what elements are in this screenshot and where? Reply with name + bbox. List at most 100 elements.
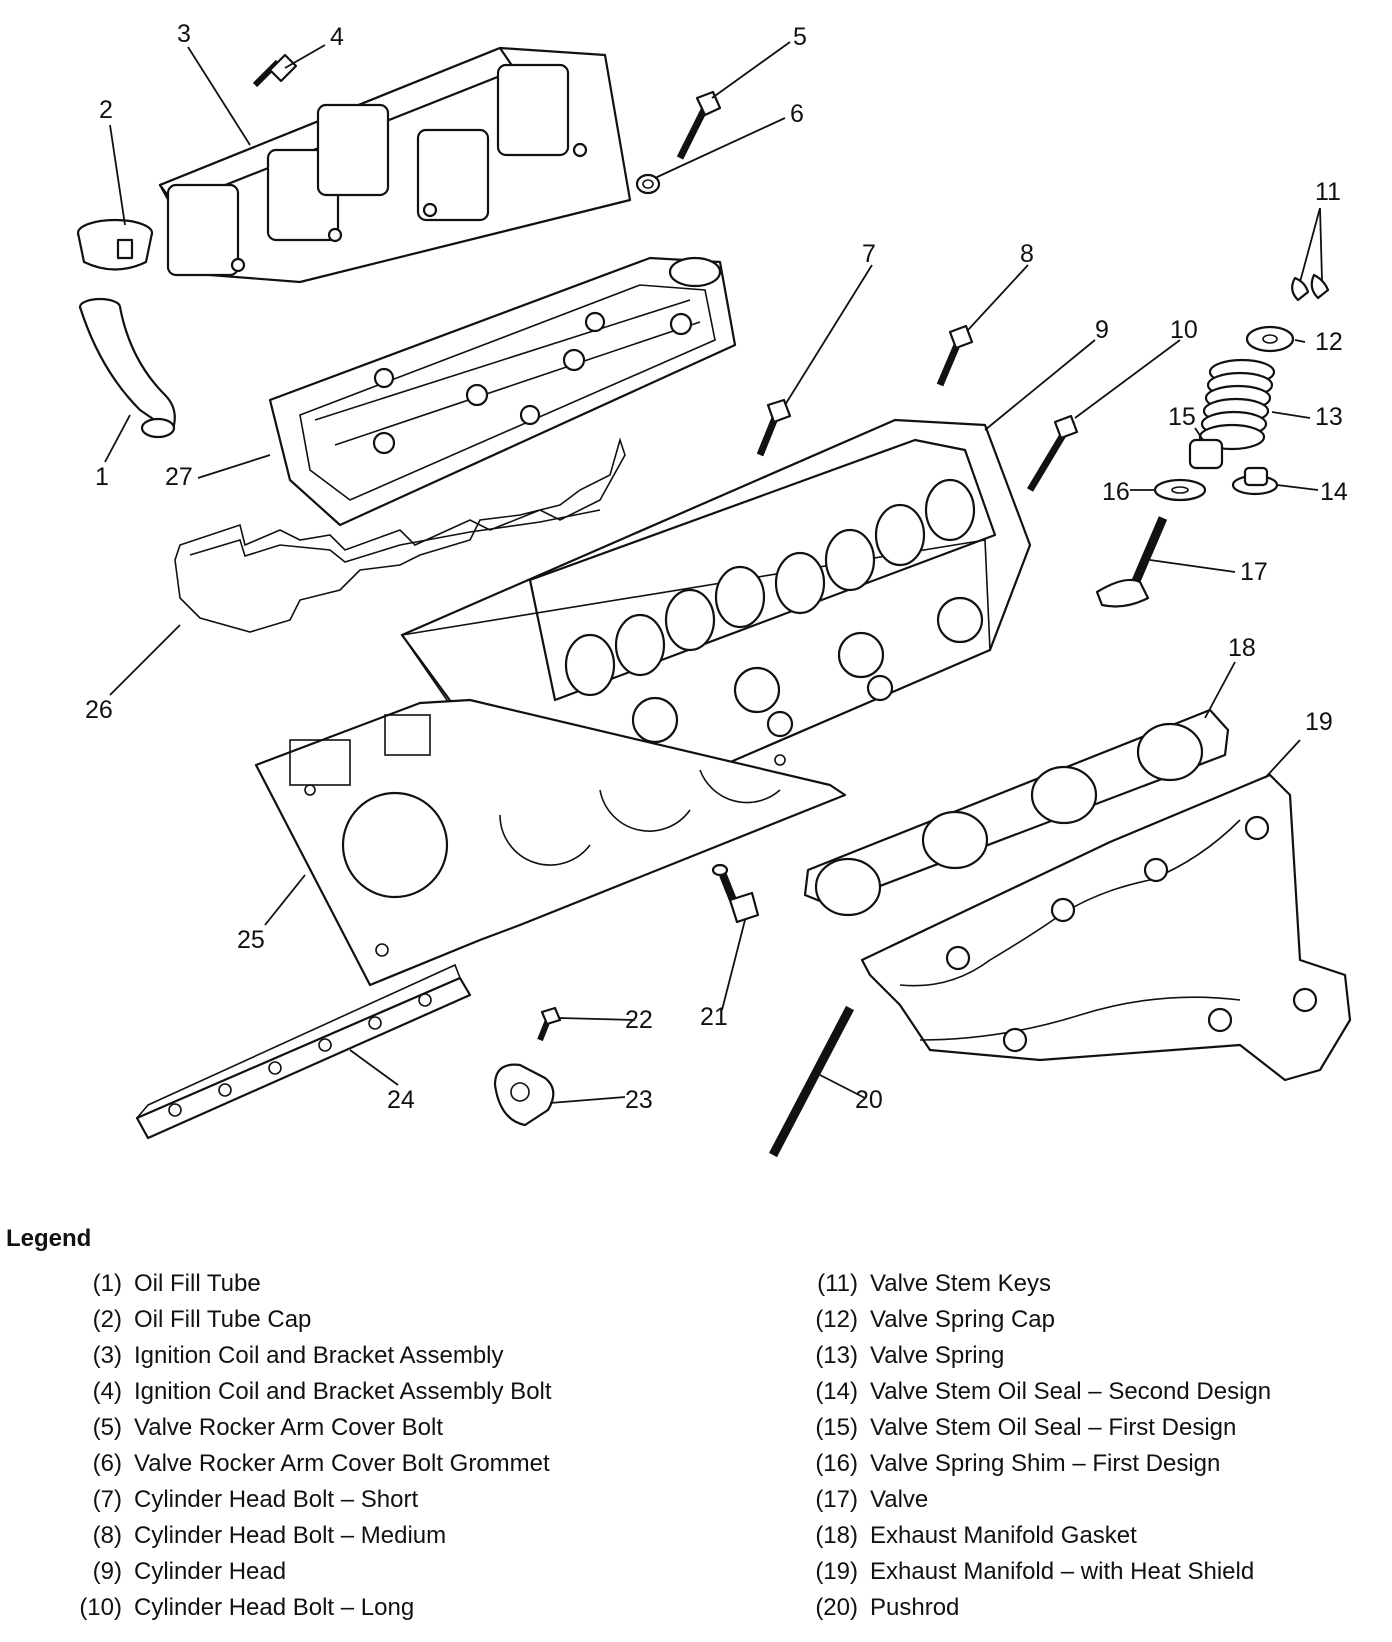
rocker-arm-bolt (537, 1006, 562, 1042)
legend-item: (17) Valve (786, 1486, 1271, 1522)
legend-item: (19)Exhaust Manifold – with Heat Shield (786, 1558, 1271, 1594)
legend-item-text: Cylinder Head (134, 1558, 287, 1585)
callout-23: 23 (625, 1086, 653, 1114)
legend-item-number: (12) (815, 1306, 858, 1333)
valve-spring-shim (1153, 478, 1207, 502)
callout-20: 20 (855, 1086, 883, 1114)
legend-item-number: (11) (817, 1270, 858, 1297)
legend-item-number: (8) (92, 1522, 122, 1549)
legend-item-number: (1) (92, 1270, 122, 1297)
legend-item: (11) Valve Stem Keys (786, 1270, 1271, 1306)
legend-item-number: (2) (92, 1306, 122, 1333)
callout-17: 17 (1240, 558, 1268, 586)
legend-item-number: (7) (92, 1486, 122, 1513)
legend-item: (4)Ignition Coil and Bracket Assembly Bo… (50, 1378, 552, 1414)
callout-numbers: 1 2 3 4 5 6 7 8 9 10 11 12 13 14 15 16 1… (85, 20, 1348, 1114)
legend-item-text: Oil Fill Tube Cap (134, 1306, 312, 1333)
legend-item-number: (17) (815, 1486, 858, 1513)
valve-stem-keys (1291, 273, 1330, 302)
legend-item-number: (4) (92, 1378, 122, 1405)
legend-item-text: Valve (870, 1486, 929, 1513)
callout-19: 19 (1305, 708, 1333, 736)
exhaust-manifold-gasket (803, 708, 1230, 917)
callout-18: 18 (1228, 634, 1256, 662)
legend-item: (13) Valve Spring (786, 1342, 1271, 1378)
valve (1095, 516, 1168, 608)
pushrod (769, 1005, 854, 1158)
cylinder-head-bolt-long (1026, 414, 1079, 492)
legend-item-text: Valve Spring Cap (870, 1306, 1055, 1333)
valve-rocker-arm-cover-bolt (676, 90, 722, 160)
legend-item-text: Valve Spring Shim – First Design (870, 1450, 1221, 1477)
legend-item: (8)Cylinder Head Bolt – Medium (50, 1522, 552, 1558)
legend-item-text: Oil Fill Tube (134, 1270, 261, 1297)
callout-15: 15 (1168, 403, 1196, 431)
callout-14: 14 (1320, 478, 1348, 506)
valve-rocker-arm-cover-gasket (174, 437, 626, 633)
legend-item-text: Valve Stem Oil Seal – Second Design (870, 1378, 1272, 1405)
legend-item-text: Valve Stem Oil Seal – First Design (870, 1414, 1237, 1441)
legend-item-text: Cylinder Head Bolt – Short (134, 1486, 419, 1513)
valve-stem-oil-seal-first-design (1188, 438, 1224, 470)
legend-item-number: (10) (79, 1594, 122, 1621)
legend-item: (6) Valve Rocker Arm Cover Bolt Grommet (50, 1450, 552, 1486)
legend-item: (9) Cylinder Head (50, 1558, 552, 1594)
callout-26: 26 (85, 696, 113, 724)
legend-item-number: (19) (815, 1558, 858, 1585)
legend-item-text: Pushrod (870, 1594, 960, 1621)
legend-item: (10) Cylinder Head Bolt – Long (50, 1594, 552, 1630)
legend-item-number: (20) (815, 1594, 858, 1621)
legend-column-right: (11) Valve Stem Keys (12) Valve Spring Cap… (786, 1270, 1271, 1630)
legend-item-text: Ignition Coil and Bracket Assembly (134, 1342, 504, 1369)
callout-9: 9 (1095, 316, 1109, 344)
valve-rocker-arm (493, 1063, 555, 1127)
legend-item-text: Exhaust Manifold Gasket (870, 1522, 1137, 1549)
oil-fill-tube (78, 297, 176, 439)
legend-item-number: (5) (92, 1414, 122, 1441)
legend-item: (16) Valve Spring Shim – First Design (786, 1450, 1271, 1486)
legend-item-text: Valve Stem Keys (870, 1270, 1051, 1297)
legend-item-text: Cylinder Head Bolt – Long (134, 1594, 415, 1621)
callout-27: 27 (165, 463, 193, 491)
cylinder-head-bolt-short (756, 398, 792, 457)
callout-4: 4 (330, 23, 344, 51)
valve-rocker-arm-cover (268, 256, 737, 527)
callout-24: 24 (387, 1086, 415, 1114)
legend-item-number: (14) (815, 1378, 858, 1405)
legend-item: (1) Oil Fill Tube (50, 1270, 552, 1306)
exhaust-manifold (860, 773, 1352, 1082)
callout-2: 2 (99, 96, 113, 124)
legend-item: (15) Valve Stem Oil Seal – First Design (786, 1414, 1271, 1450)
sensor (711, 863, 760, 924)
legend-item: (14) Valve Stem Oil Seal – Second Design (786, 1378, 1271, 1414)
callout-21: 21 (700, 1003, 728, 1031)
legend-item-number: (13) (815, 1342, 858, 1369)
legend-title: Legend (6, 1225, 92, 1252)
legend-item-text: Valve Rocker Arm Cover Bolt Grommet (134, 1450, 550, 1477)
legend-item-number: (15) (815, 1414, 858, 1441)
legend-item-number: (16) (815, 1450, 858, 1477)
leader-lines (104, 41, 1323, 1104)
callout-3: 3 (177, 20, 191, 48)
valve-spring-stack (564, 478, 976, 697)
callout-25: 25 (237, 926, 265, 954)
legend-item-number: (3) (92, 1342, 122, 1369)
callout-16: 16 (1102, 478, 1130, 506)
callout-5: 5 (793, 23, 807, 51)
cylinder-head-gasket (254, 698, 847, 987)
exploded-view-diagram: 1 2 3 4 5 6 7 8 9 10 11 12 13 14 15 16 1… (76, 20, 1352, 1158)
legend-item: (2) Oil Fill Tube Cap (50, 1306, 552, 1342)
legend-item: (20) Pushrod (786, 1594, 1271, 1630)
legend-item: (12) Valve Spring Cap (786, 1306, 1271, 1342)
callout-11: 11 (1315, 178, 1341, 206)
legend-item-number: (6) (92, 1450, 122, 1477)
valve-spring-cap (1245, 325, 1295, 353)
legend-item-text: Valve Spring (870, 1342, 1005, 1369)
callout-6: 6 (790, 100, 804, 128)
legend-column-left: (1) Oil Fill Tube (2) Oil Fill Tube Cap (3… (50, 1270, 552, 1630)
valve-rocker-arm-support (135, 963, 472, 1140)
legend-item-number: (9) (92, 1558, 122, 1585)
callout-7: 7 (862, 240, 876, 268)
legend-item-text: Valve Rocker Arm Cover Bolt (134, 1414, 443, 1441)
ignition-coil-bolt (252, 53, 298, 88)
